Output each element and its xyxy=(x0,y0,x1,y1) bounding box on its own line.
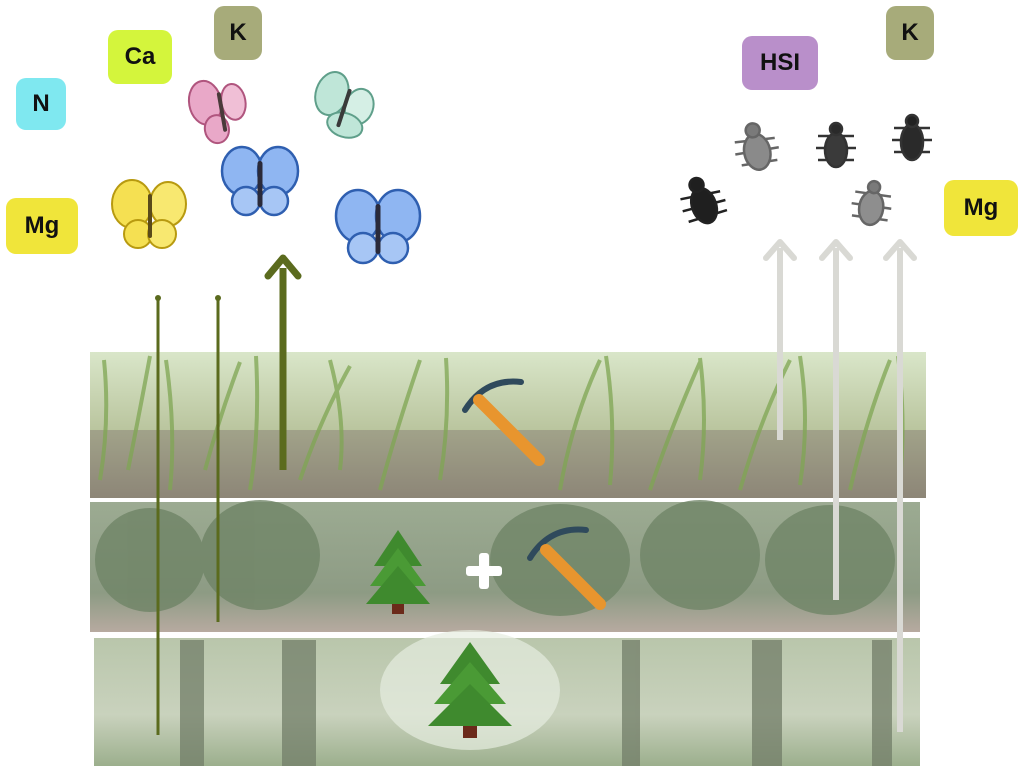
butterfly-icon xyxy=(220,145,300,217)
butterfly-icon xyxy=(111,179,187,249)
evergreen-tree-icon xyxy=(428,642,512,738)
up-arrow-icon xyxy=(883,239,917,732)
background-trees xyxy=(95,500,895,616)
up-arrow-icon xyxy=(819,239,853,600)
layer-divider xyxy=(90,632,926,638)
beetle-icon xyxy=(680,176,728,225)
flow-arrows-light xyxy=(763,239,917,732)
plus-icon xyxy=(466,553,502,589)
butterfly-icon xyxy=(187,79,247,145)
up-arrow-icon xyxy=(763,239,797,440)
layer-divider xyxy=(90,498,926,502)
badge-k-right: K xyxy=(886,6,934,60)
butterfly-icon xyxy=(334,188,422,265)
layer-young-forest xyxy=(90,500,920,632)
up-arrow-icon xyxy=(264,254,302,470)
beetle-icon xyxy=(816,121,856,169)
pickaxe-icon xyxy=(462,378,545,466)
badge-k-left: K xyxy=(214,6,262,60)
evergreen-tree-icon xyxy=(366,530,430,614)
layer-mature-forest xyxy=(94,630,920,766)
badge-mg-right: Mg xyxy=(944,180,1018,236)
flow-arrows-dark xyxy=(155,254,302,735)
beetle-icon xyxy=(734,122,779,171)
pickaxe-icon xyxy=(527,526,606,610)
tree-trunks xyxy=(180,640,892,766)
badge-n: N xyxy=(16,78,66,130)
beetle-icon xyxy=(851,179,892,227)
butterfly-icon xyxy=(314,71,375,139)
badge-ca: Ca xyxy=(108,30,172,84)
beetle-icon xyxy=(892,113,932,162)
badge-hsi: HSI xyxy=(742,36,818,90)
badge-mg-left: Mg xyxy=(6,198,78,254)
